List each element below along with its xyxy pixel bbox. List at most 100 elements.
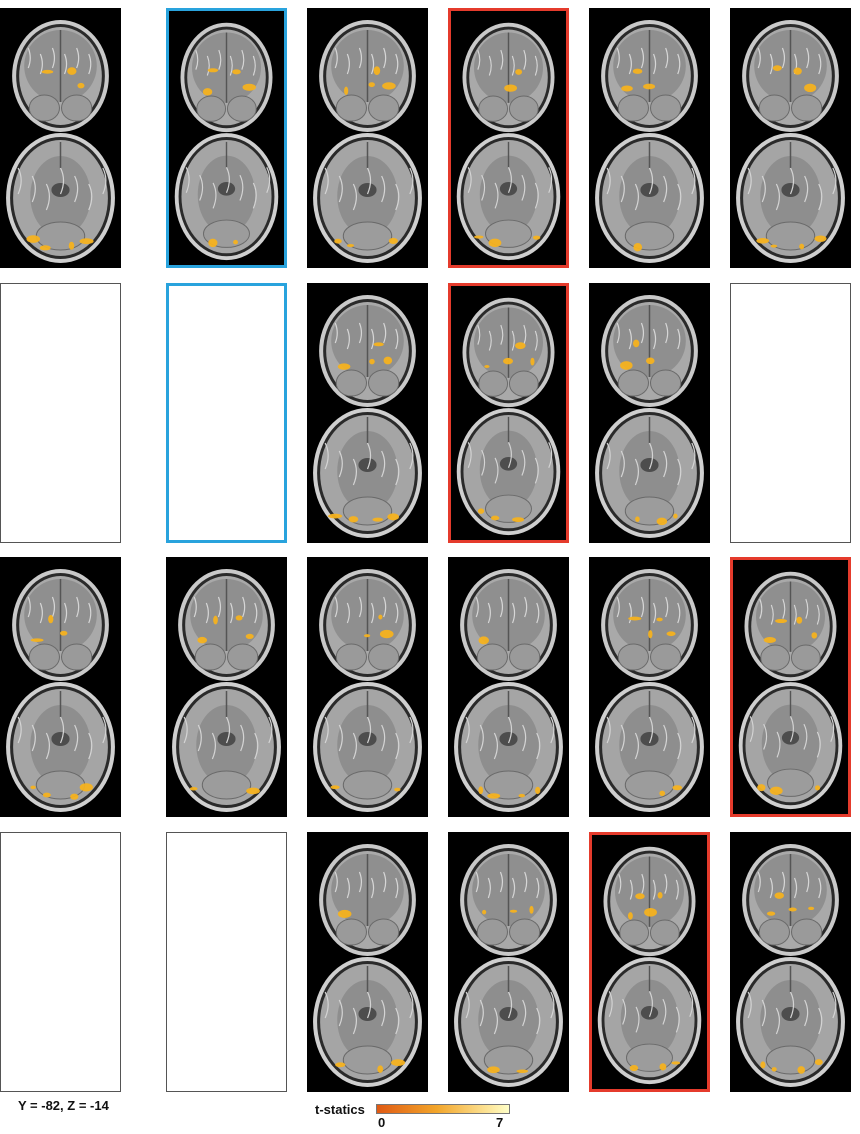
axial-slice bbox=[174, 133, 279, 261]
coronal-slice bbox=[462, 297, 555, 408]
colorbar-min-label: 0 bbox=[378, 1115, 386, 1130]
brain-slices bbox=[6, 20, 115, 263]
activation-clusters bbox=[328, 342, 399, 523]
activation-clusters bbox=[627, 892, 681, 1072]
activation-clusters bbox=[478, 636, 541, 799]
coronal-slice bbox=[462, 22, 555, 133]
axial-slice bbox=[456, 133, 561, 261]
colorbar-title: t-statics bbox=[315, 1102, 365, 1117]
activation-clusters bbox=[202, 68, 256, 248]
axial-slice bbox=[454, 957, 563, 1087]
coronal-slice bbox=[742, 20, 839, 132]
empty-panel bbox=[0, 283, 121, 543]
axial-slice bbox=[313, 133, 422, 263]
activation-clusters bbox=[628, 616, 683, 797]
brain-slices bbox=[736, 844, 845, 1087]
activation-clusters bbox=[620, 339, 678, 526]
brain-slices bbox=[454, 844, 563, 1087]
coronal-slice bbox=[319, 569, 416, 681]
brain-panel bbox=[307, 557, 428, 817]
activation-clusters bbox=[26, 67, 94, 251]
axial-slice bbox=[313, 408, 422, 538]
coronal-slice bbox=[601, 20, 698, 132]
coronal-slice bbox=[601, 569, 698, 681]
coronal-slice bbox=[460, 569, 557, 681]
brain-slices bbox=[595, 569, 704, 812]
brain-panel bbox=[730, 8, 851, 268]
axial-slice bbox=[595, 408, 704, 538]
empty-panel bbox=[166, 832, 287, 1092]
axial-slice bbox=[597, 957, 702, 1085]
coronal-slice bbox=[742, 844, 839, 956]
axial-slice bbox=[6, 682, 115, 812]
axial-slice bbox=[313, 957, 422, 1087]
brain-slices bbox=[597, 846, 702, 1085]
brain-panel bbox=[0, 8, 121, 268]
coronal-slice bbox=[460, 844, 557, 956]
axial-slice bbox=[595, 133, 704, 263]
coronal-slice bbox=[601, 295, 698, 407]
brain-slices bbox=[313, 295, 422, 538]
brain-panel bbox=[448, 8, 569, 268]
brain-panel bbox=[448, 557, 569, 817]
axial-slice bbox=[595, 682, 704, 812]
axial-slice bbox=[736, 957, 845, 1087]
brain-slices bbox=[595, 20, 704, 263]
activation-clusters bbox=[473, 69, 541, 248]
empty-panel bbox=[0, 832, 121, 1092]
activation-clusters bbox=[30, 614, 93, 800]
empty-panel bbox=[730, 283, 851, 543]
axial-slice bbox=[6, 133, 115, 263]
empty-panel bbox=[166, 283, 287, 543]
brain-panel bbox=[730, 832, 851, 1092]
brain-panel bbox=[589, 557, 710, 817]
activation-clusters bbox=[477, 342, 535, 523]
brain-panel bbox=[0, 557, 121, 817]
coronal-slice bbox=[180, 22, 273, 133]
coronal-slice bbox=[319, 295, 416, 407]
brain-slices bbox=[595, 295, 704, 538]
activation-clusters bbox=[621, 68, 656, 252]
brain-slices bbox=[313, 569, 422, 812]
axial-slice bbox=[456, 408, 561, 536]
coronal-slice bbox=[319, 844, 416, 956]
brain-slices bbox=[456, 22, 561, 261]
brain-panel bbox=[307, 832, 428, 1092]
axial-slice bbox=[454, 682, 563, 812]
axial-slice bbox=[313, 682, 422, 812]
axial-slice bbox=[172, 682, 281, 812]
brain-panel bbox=[307, 283, 428, 543]
brain-slices bbox=[738, 571, 843, 810]
coronal-slice bbox=[603, 846, 696, 957]
axial-slice bbox=[738, 682, 843, 810]
brain-panel bbox=[307, 8, 428, 268]
activation-clusters bbox=[189, 615, 260, 795]
coronal-slice bbox=[178, 569, 275, 681]
activation-clusters bbox=[335, 909, 406, 1073]
coronal-slice bbox=[744, 571, 837, 682]
coronal-slice bbox=[12, 569, 109, 681]
brain-slices bbox=[172, 569, 281, 812]
coronal-slice bbox=[319, 20, 416, 132]
brain-slices bbox=[736, 20, 845, 263]
activation-clusters bbox=[330, 614, 401, 792]
brain-panel bbox=[589, 8, 710, 268]
activation-clusters bbox=[760, 892, 823, 1074]
brain-panel bbox=[166, 557, 287, 817]
activation-clusters bbox=[756, 65, 827, 250]
brain-slices bbox=[454, 569, 563, 812]
coronal-slice bbox=[12, 20, 109, 132]
axial-slice bbox=[736, 133, 845, 263]
activation-clusters bbox=[757, 616, 821, 796]
brain-slices bbox=[456, 297, 561, 536]
brain-panel bbox=[589, 832, 710, 1092]
colorbar bbox=[376, 1104, 510, 1114]
brain-panel bbox=[166, 8, 287, 268]
coordinates-label: Y = -82, Z = -14 bbox=[18, 1098, 109, 1113]
brain-slices bbox=[313, 20, 422, 263]
brain-panel bbox=[448, 832, 569, 1092]
brain-slices bbox=[313, 844, 422, 1087]
brain-panel bbox=[589, 283, 710, 543]
activation-clusters bbox=[334, 66, 398, 248]
brain-panel bbox=[730, 557, 851, 817]
